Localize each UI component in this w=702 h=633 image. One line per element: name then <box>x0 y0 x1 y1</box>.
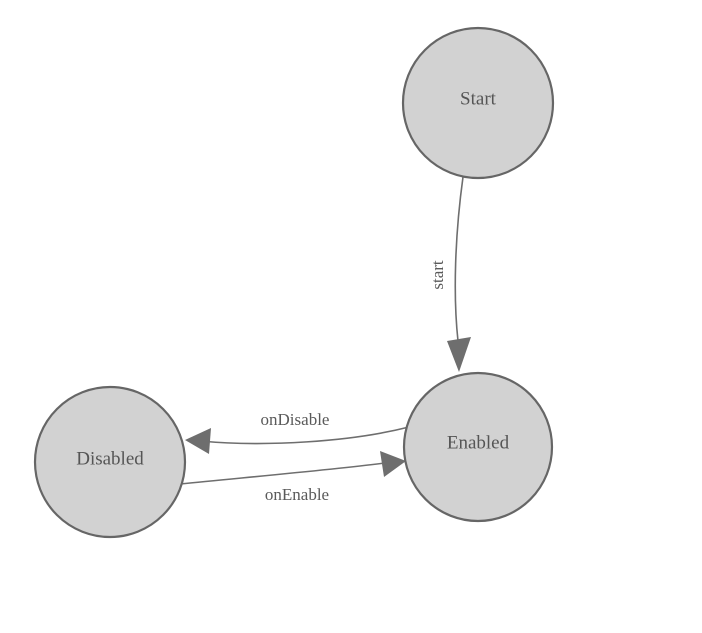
state-label-start: Start <box>460 88 497 109</box>
edge-start-to-enabled[interactable] <box>447 176 471 372</box>
arrowhead-right-icon <box>380 451 406 477</box>
state-node-disabled[interactable]: Disabled <box>33 385 187 539</box>
edge-label-on-disable: onDisable <box>261 410 330 429</box>
edge-label-start: start <box>428 260 447 290</box>
edge-label-on-enable: onEnable <box>265 485 329 504</box>
state-label-enabled: Enabled <box>447 432 510 453</box>
state-node-start[interactable]: Start <box>401 26 555 180</box>
edge-path-enabled-to-disabled <box>199 426 410 445</box>
arrowhead-down-icon <box>447 337 471 372</box>
state-circle-enabled <box>402 371 554 523</box>
state-circle-disabled <box>33 385 187 539</box>
edge-disabled-to-enabled[interactable] <box>179 451 406 485</box>
edge-enabled-to-disabled[interactable] <box>185 426 410 454</box>
state-node-enabled[interactable]: Enabled <box>402 371 554 523</box>
state-circle-start <box>401 26 555 180</box>
state-label-disabled: Disabled <box>76 448 144 469</box>
edge-path-start-to-enabled <box>454 176 464 342</box>
edge-path-disabled-to-enabled <box>179 462 386 485</box>
arrowhead-left-icon <box>185 428 211 454</box>
